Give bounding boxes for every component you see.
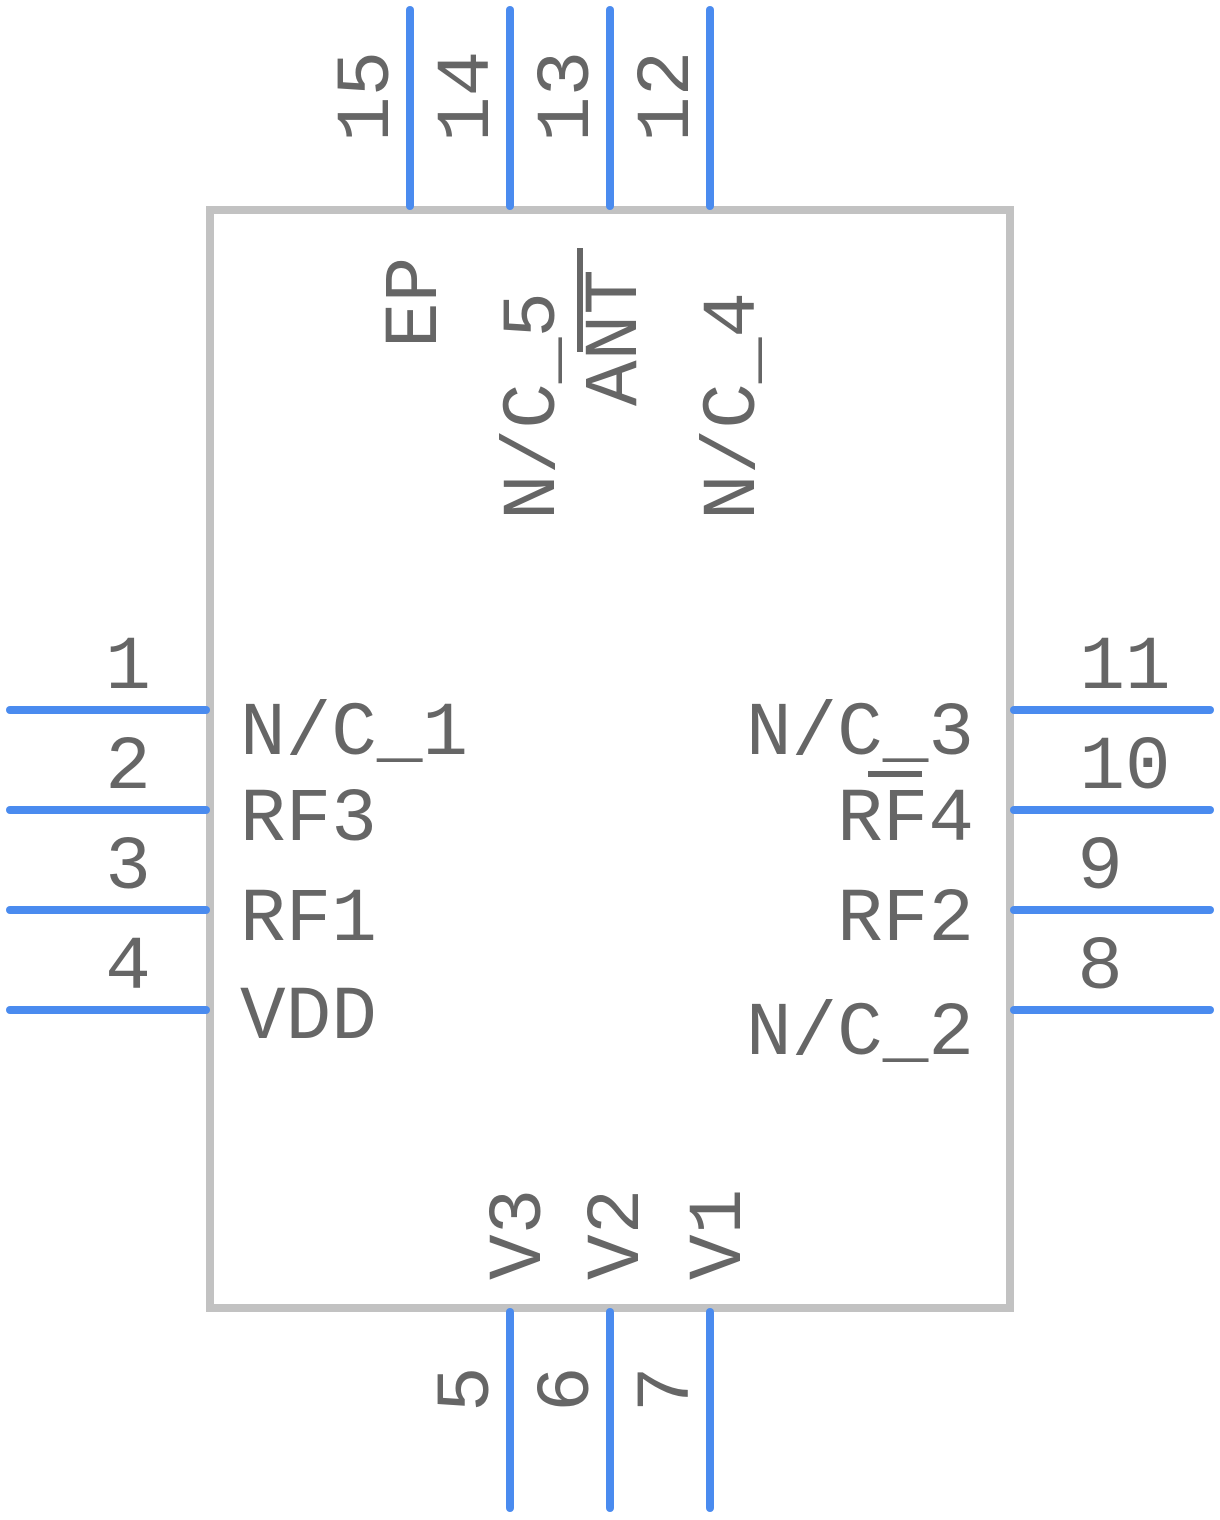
pin-5-number: 5 bbox=[425, 1366, 511, 1412]
pin-12-label: N/C_4 bbox=[691, 292, 777, 520]
pin-1[interactable]: 1 N/C_1 bbox=[6, 625, 468, 777]
pin-11-number: 11 bbox=[1079, 625, 1170, 711]
pin-13-number: 13 bbox=[525, 51, 611, 142]
pin-5[interactable]: 5 V3 bbox=[425, 1189, 563, 1512]
pin-5-label: V3 bbox=[477, 1189, 563, 1280]
pin-10[interactable]: 10 RF4 bbox=[837, 725, 1214, 863]
pin-12[interactable]: 12 N/C_4 bbox=[625, 6, 777, 520]
pin-6-number: 6 bbox=[525, 1366, 611, 1412]
pin-6-label: V2 bbox=[575, 1189, 661, 1280]
pin-14[interactable]: 14 N/C_5 bbox=[425, 6, 577, 520]
pin-4-label: VDD bbox=[240, 975, 377, 1061]
pin-6[interactable]: 6 V2 bbox=[525, 1189, 661, 1512]
pin-14-number: 14 bbox=[425, 51, 511, 142]
pin-11[interactable]: 11 N/C_3 bbox=[746, 625, 1214, 777]
pin-15-number: 15 bbox=[325, 51, 411, 142]
pin-9-number: 9 bbox=[1077, 825, 1123, 911]
pin-1-label: N/C_1 bbox=[240, 691, 468, 777]
pin-7-label: V1 bbox=[677, 1189, 763, 1280]
pin-2-label: RF3 bbox=[240, 777, 377, 863]
pin-3-label: RF1 bbox=[240, 877, 377, 963]
pin-1-number: 1 bbox=[105, 625, 151, 711]
pin-4-number: 4 bbox=[105, 925, 151, 1011]
pin-10-label: RF4 bbox=[837, 777, 974, 863]
pin-15-label: EP bbox=[373, 257, 459, 348]
pin-9[interactable]: 9 RF2 bbox=[837, 825, 1214, 963]
pin-14-label: N/C_5 bbox=[491, 292, 577, 520]
pin-7[interactable]: 7 V1 bbox=[625, 1189, 763, 1512]
pin-10-number: 10 bbox=[1079, 725, 1170, 811]
pin-13[interactable]: 13 ANT bbox=[525, 6, 659, 406]
pin-11-label: N/C_3 bbox=[746, 691, 974, 777]
pin-15[interactable]: 15 EP bbox=[325, 6, 459, 348]
pin-9-label: RF2 bbox=[837, 877, 974, 963]
pin-3[interactable]: 3 RF1 bbox=[6, 825, 377, 963]
pin-3-number: 3 bbox=[105, 825, 151, 911]
pin-4[interactable]: 4 VDD bbox=[6, 925, 377, 1061]
pin-12-number: 12 bbox=[625, 51, 711, 142]
pin-8-label: N/C_2 bbox=[746, 991, 974, 1077]
pin-13-label: ANT bbox=[573, 269, 659, 406]
pin-7-number: 7 bbox=[625, 1366, 711, 1412]
pin-8-number: 8 bbox=[1077, 925, 1123, 1011]
pin-2[interactable]: 2 RF3 bbox=[6, 725, 377, 863]
pin-8[interactable]: 8 N/C_2 bbox=[746, 925, 1214, 1077]
pin-2-number: 2 bbox=[105, 725, 151, 811]
